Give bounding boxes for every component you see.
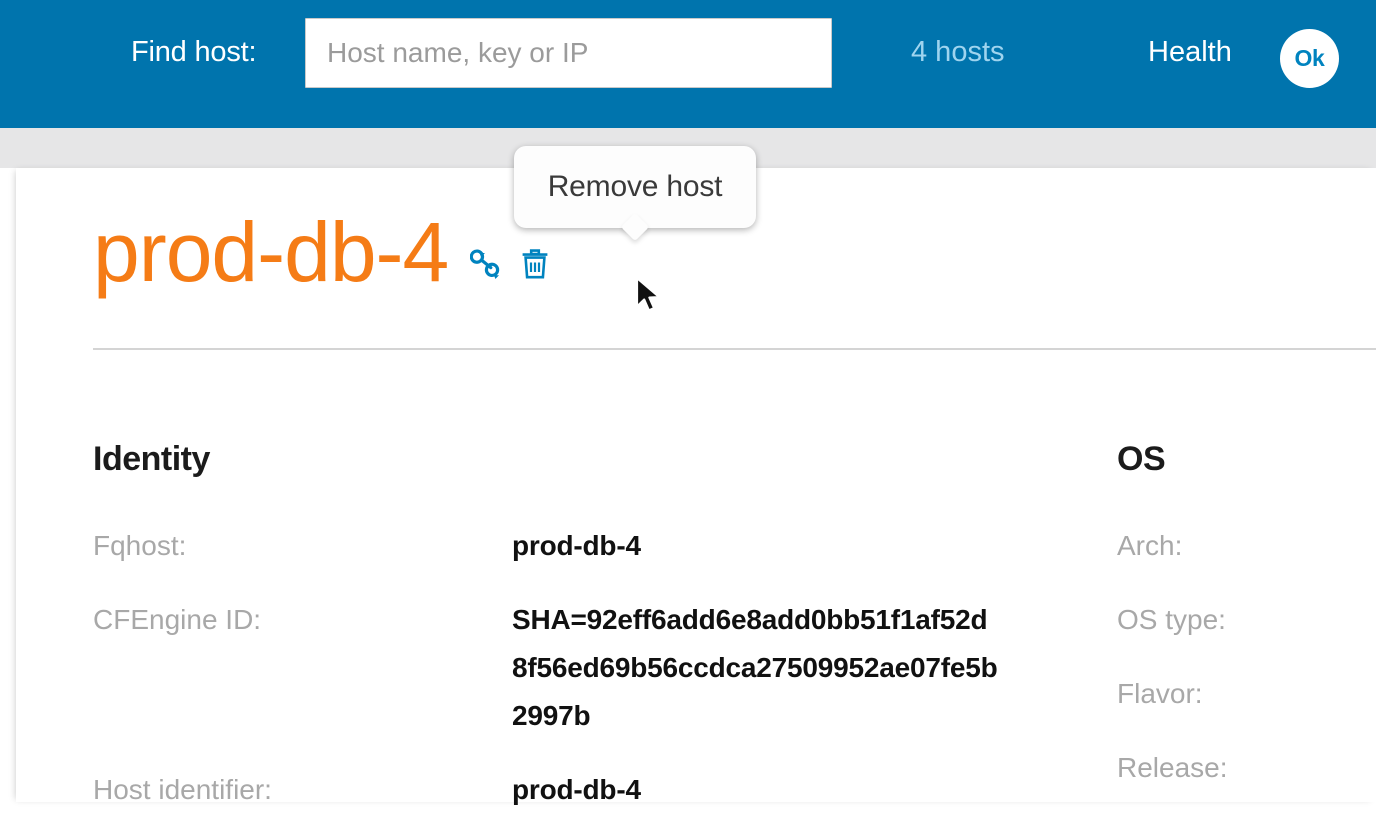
find-host-label: Find host: (131, 36, 257, 68)
tooltip-label: Remove host (547, 170, 723, 203)
hosts-count-label[interactable]: 4 hosts (911, 36, 1005, 68)
search-input[interactable] (305, 18, 832, 88)
field-label-fqhost: Fqhost: (93, 530, 187, 561)
host-detail-panel: prod-db-4 (16, 168, 1376, 805)
identity-section: Identity Fqhost: prod-db-4 CFEngine ID: … (93, 440, 1103, 840)
identity-section-title: Identity (93, 440, 210, 478)
field-row: Flavor: (1117, 670, 1376, 718)
field-label-cfengine-id: CFEngine ID: (93, 604, 262, 635)
field-row: OS type: (1117, 596, 1376, 644)
field-label-arch: Arch: (1117, 530, 1183, 561)
host-title-row: prod-db-4 (93, 204, 549, 300)
field-row: Host identifier: prod-db-4 (93, 766, 1103, 814)
field-row: CFEngine ID: SHA=92eff6add6e8add0bb51f1a… (93, 596, 1103, 740)
field-value-host-identifier: prod-db-4 (512, 774, 641, 805)
trash-icon[interactable] (521, 248, 549, 280)
page-title: prod-db-4 (93, 205, 449, 299)
os-section: OS Arch: OS type: Flavor: Release: (1117, 440, 1376, 818)
field-label-flavor: Flavor: (1117, 678, 1203, 709)
health-status-badge[interactable]: Ok (1280, 29, 1339, 88)
field-value-fqhost: prod-db-4 (512, 530, 641, 561)
field-label-host-identifier: Host identifier: (93, 774, 272, 805)
field-row: Arch: (1117, 522, 1376, 570)
field-value-cfengine-id: SHA=92eff6add6e8add0bb51f1af52d8f56ed69b… (512, 604, 998, 731)
field-label-os-type: OS type: (1117, 604, 1226, 635)
top-navigation-bar: Find host: 4 hosts Health Ok (0, 0, 1376, 128)
title-divider (93, 348, 1376, 350)
health-label: Health (1148, 36, 1232, 68)
os-section-title: OS (1117, 440, 1166, 478)
field-row: Release: (1117, 744, 1376, 792)
field-row: Fqhost: prod-db-4 (93, 522, 1103, 570)
remove-host-tooltip: Remove host (514, 146, 756, 228)
field-label-release: Release: (1117, 752, 1228, 783)
host-action-icons (469, 248, 549, 300)
copy-link-icon[interactable] (469, 249, 504, 279)
